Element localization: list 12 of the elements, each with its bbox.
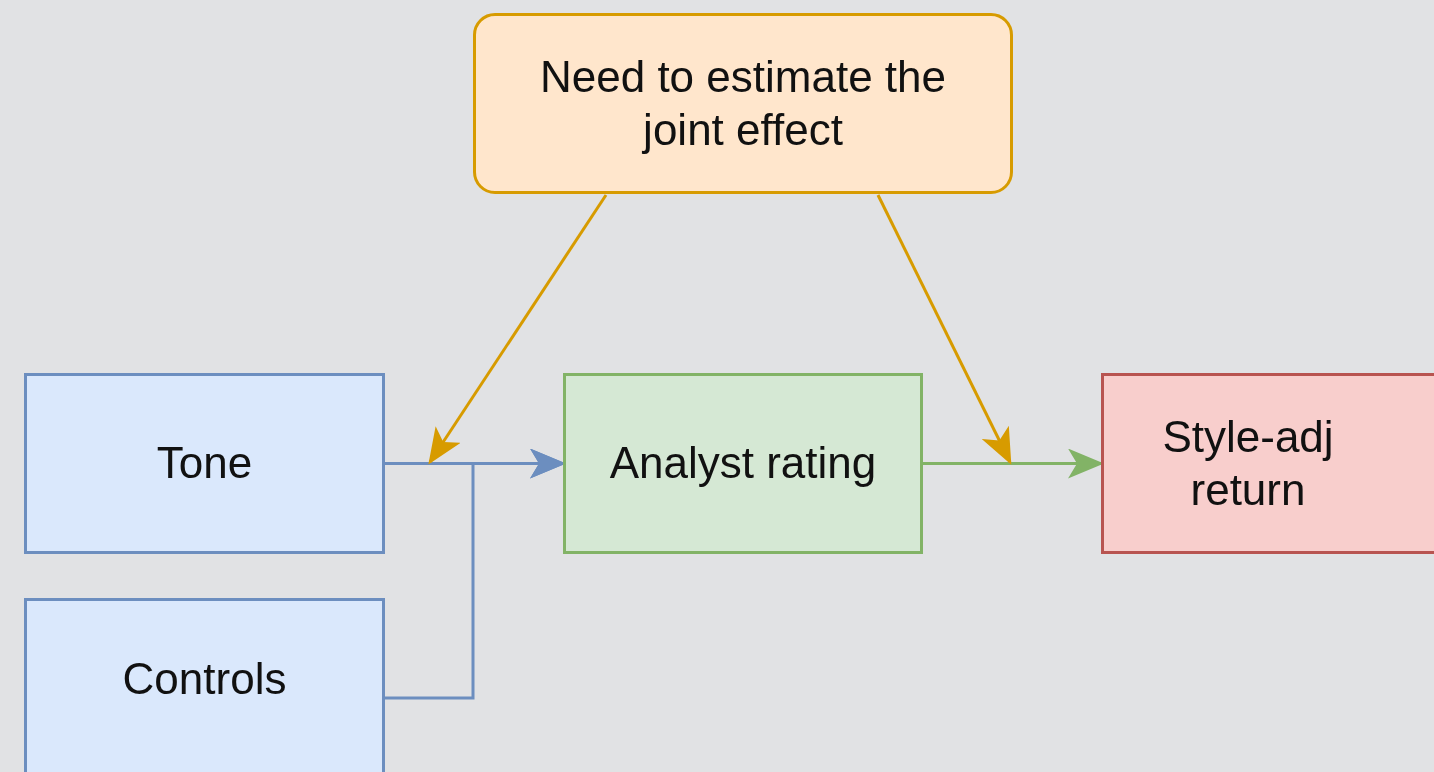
process-box: [24, 598, 385, 772]
box-label: Analyst rating: [609, 437, 877, 490]
arrow: [428, 194, 608, 465]
arrow: [876, 194, 1012, 465]
box-label: Controls: [122, 653, 287, 705]
box-label: Tone: [156, 437, 253, 490]
process-box: [1101, 373, 1434, 554]
box-label: Style-adj return: [1161, 410, 1335, 516]
process-box: [24, 373, 385, 554]
process-box: [563, 373, 923, 554]
process-box: [473, 13, 1013, 194]
box-label: Need to estimate the joint effect: [539, 50, 947, 156]
